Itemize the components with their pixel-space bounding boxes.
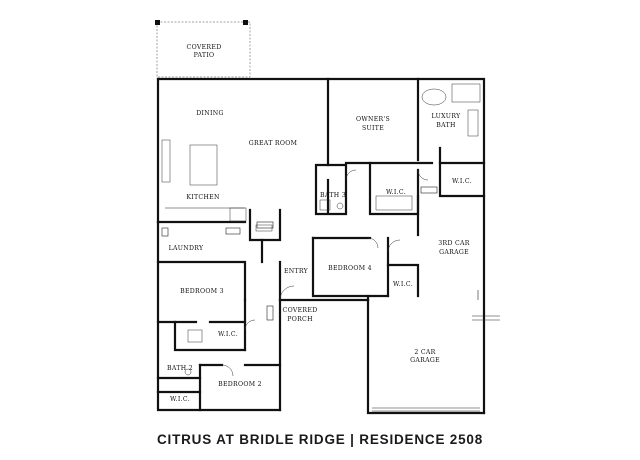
room-label-owners-suite: OWNER'S: [356, 116, 390, 123]
room-label-covered-porch-2: PORCH: [287, 316, 313, 323]
room-label-2-car-garage-2: GARAGE: [410, 357, 440, 364]
covered-patio: COVERED PATIO: [155, 20, 251, 78]
room-label-owners-suite-2: SUITE: [362, 125, 384, 132]
room-label-bath-wic: W.I.C.: [452, 178, 472, 185]
caption-community: CITRUS AT BRIDLE RIDGE: [156, 432, 346, 447]
exterior-walls: [156, 77, 486, 415]
room-label-entry: ENTRY: [284, 268, 309, 275]
room-label-laundry: LAUNDRY: [169, 245, 204, 252]
room-label-bed4-wic: W.I.C.: [393, 281, 413, 288]
room-label-bedroom4: BEDROOM 4: [328, 265, 372, 272]
caption-separator: |: [350, 432, 355, 447]
room-label-covered-porch: COVERED: [283, 307, 318, 314]
room-label-kitchen: KITCHEN: [186, 194, 220, 201]
room-label-2-car-garage: 2 CAR: [414, 349, 435, 356]
room-label-3rd-car-garage-2: GARAGE: [439, 249, 469, 256]
room-label-great-room: GREAT ROOM: [249, 140, 298, 147]
room-label-bath3: BATH 3: [320, 192, 346, 199]
room-label-owner-wic: W.I.C.: [386, 189, 406, 196]
toilet-icon: [336, 202, 344, 210]
room-label-luxury-bath: LUXURY: [432, 113, 462, 120]
room-label-covered-patio-2: PATIO: [194, 52, 215, 59]
caption-residence: RESIDENCE 2508: [359, 432, 484, 447]
room-label-bath2: BATH 2: [167, 365, 193, 372]
bathtub-icon: [421, 88, 447, 106]
kitchen-counter-icon: [161, 139, 171, 183]
fixtures: [161, 83, 500, 377]
room-label-dining: DINING: [196, 110, 223, 117]
room-label-luxury-bath-2: BATH: [436, 122, 456, 129]
bath2-vanity-icon: [187, 329, 203, 343]
room-label-bedroom3: BEDROOM 3: [180, 288, 224, 295]
vanity-icon: [467, 109, 479, 137]
room-label-bed3-wic: W.I.C.: [218, 331, 238, 338]
interior-walls: [156, 77, 486, 412]
room-label-bedroom2: BEDROOM 2: [218, 381, 262, 388]
room-label-covered-patio: COVERED: [187, 44, 222, 51]
bath2-toilet-icon: [184, 368, 192, 376]
room-label-bed2-wic: W.I.C.: [170, 396, 190, 403]
shower-icon: [451, 83, 481, 103]
room-label-3rd-car-garage: 3RD CAR: [438, 240, 470, 247]
small-tags: [161, 186, 438, 321]
kitchen-island-icon: [189, 144, 218, 186]
plan-caption: CITRUS AT BRIDLE RIDGE | RESIDENCE 2508: [0, 432, 640, 447]
